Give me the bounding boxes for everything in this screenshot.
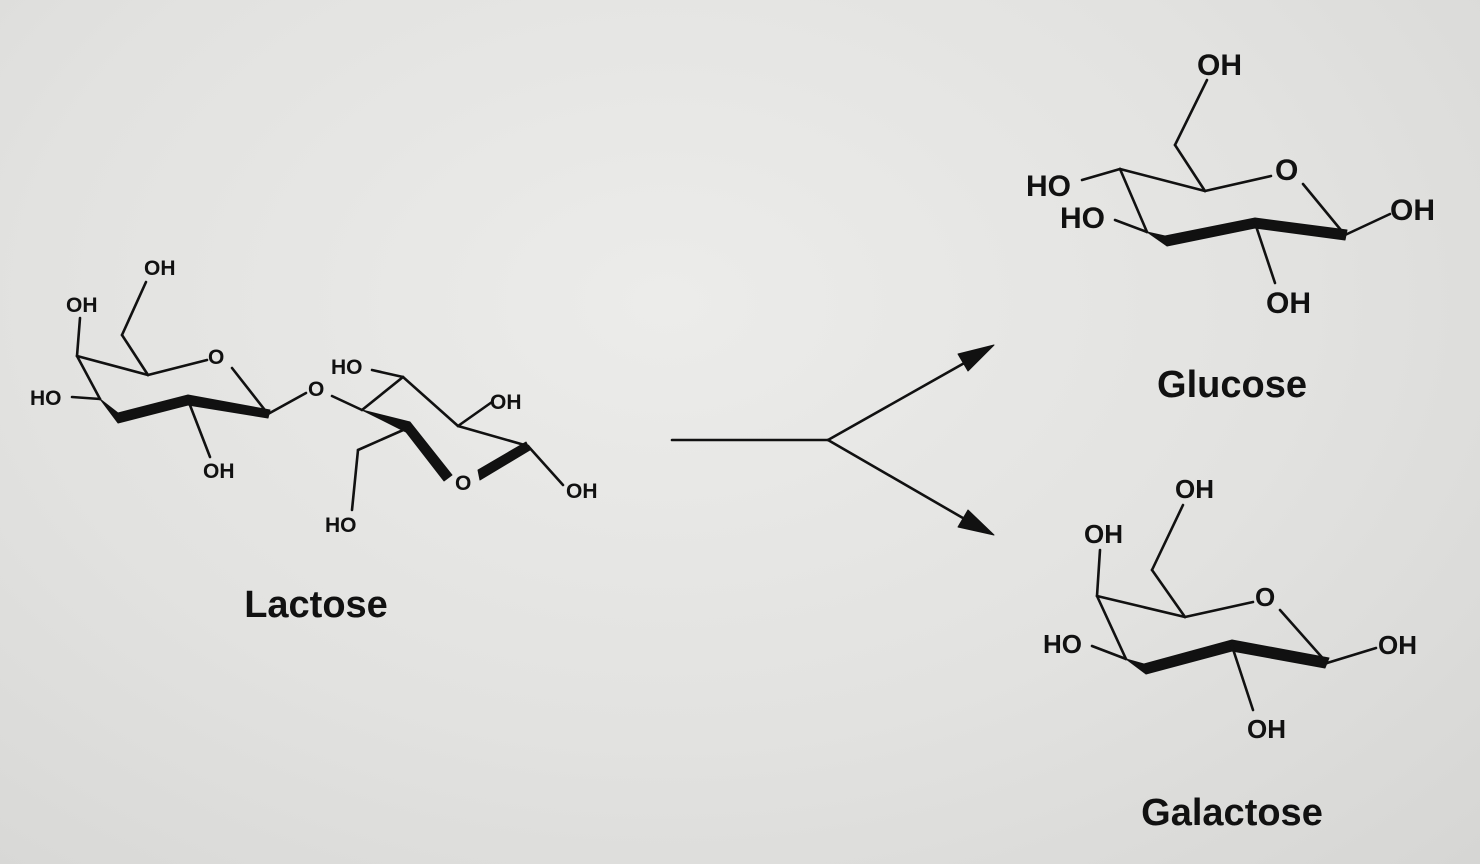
glucose-title: Glucose — [1157, 364, 1307, 406]
lactose-molecule — [70, 280, 565, 512]
atom-label: OH — [1390, 194, 1435, 227]
arrowhead-up-icon — [957, 344, 995, 372]
atom-label: OH — [1378, 630, 1417, 660]
ring-oxygen-label: O — [1275, 154, 1298, 187]
atom-label: OH — [566, 480, 598, 503]
atom-label: OH — [490, 391, 522, 414]
atom-label: HO — [1043, 629, 1082, 659]
atom-label: OH — [1247, 714, 1286, 744]
glycosidic-oxygen-label: O — [308, 378, 324, 401]
branching-arrow — [670, 344, 995, 536]
galactose-title: Galactose — [1141, 792, 1323, 834]
atom-label: OH — [203, 460, 235, 483]
glucose-wedge — [1146, 217, 1348, 247]
atom-label: HO — [325, 514, 357, 537]
atom-label: HO — [1060, 202, 1105, 235]
lactose-right-wedge — [361, 409, 453, 482]
lactose-right-wedge-2 — [477, 441, 531, 481]
lactose-left-wedge — [99, 394, 271, 424]
galactose-molecule — [1090, 503, 1378, 712]
lactose-title: Lactose — [244, 584, 388, 626]
atom-label: HO — [331, 356, 363, 379]
ring-oxygen-label: O — [455, 472, 471, 495]
glucose-molecule — [1080, 78, 1392, 285]
atom-label: OH — [144, 257, 176, 280]
galactose-wedge — [1125, 639, 1330, 675]
atom-label: HO — [1026, 170, 1071, 203]
atom-label: OH — [66, 294, 98, 317]
arrowhead-down-icon — [957, 509, 995, 536]
atom-label: HO — [30, 387, 62, 410]
atom-label: OH — [1266, 287, 1311, 320]
atom-label: OH — [1175, 474, 1214, 504]
atom-label: OH — [1197, 49, 1242, 82]
ring-oxygen-label: O — [1255, 582, 1275, 612]
atom-label: OH — [1084, 519, 1123, 549]
ring-oxygen-label: O — [208, 346, 224, 369]
